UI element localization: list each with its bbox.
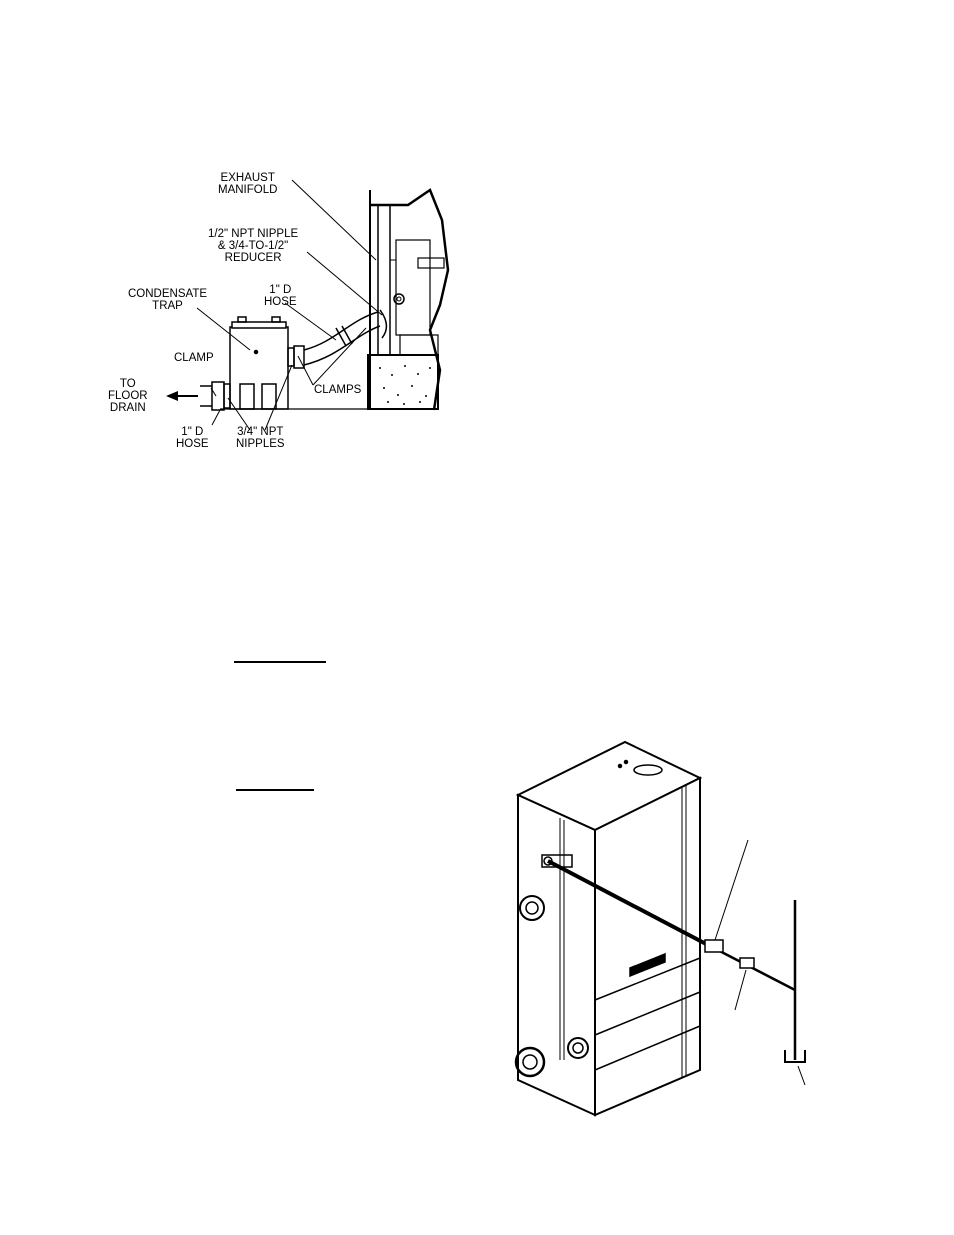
boiler-drawing bbox=[514, 740, 806, 1117]
upper-hose bbox=[287, 309, 388, 369]
condensate-trap-diagram: EXHAUST MANIFOLD 1/2" NPT NIPPLE & 3/4-T… bbox=[100, 160, 470, 460]
heading-rule-1 bbox=[234, 661, 326, 663]
flow-arrow-icon bbox=[166, 391, 198, 401]
condensate-line bbox=[547, 859, 797, 1060]
leader-lines bbox=[196, 179, 383, 431]
to-floor-drain-label: TO FLOOR DRAIN bbox=[108, 378, 148, 414]
npt-nipple-reducer-label: 1/2" NPT NIPPLE & 3/4-TO-1/2" REDUCER bbox=[208, 228, 299, 264]
npt-nipples-label: 3/4" NPT NIPPLES bbox=[236, 426, 285, 450]
exhaust-manifold-label: EXHAUST MANIFOLD bbox=[218, 172, 278, 196]
floor-drain-icon bbox=[784, 1050, 806, 1063]
base-speckle bbox=[379, 365, 431, 405]
clamp-label: CLAMP bbox=[174, 352, 214, 364]
boiler-unit-icon bbox=[514, 740, 703, 1117]
boiler-condensate-diagram bbox=[500, 730, 830, 1130]
lower-hose-label: 1" D HOSE bbox=[176, 426, 209, 450]
upper-hose-label: 1" D HOSE bbox=[264, 284, 297, 308]
heading-rule-2 bbox=[236, 789, 314, 791]
condensate-trap-drawing bbox=[166, 179, 450, 431]
condensate-trap bbox=[229, 316, 289, 410]
condensate-trap-label: CONDENSATE TRAP bbox=[128, 288, 208, 312]
lower-hose bbox=[200, 381, 231, 411]
clamps-label: CLAMPS bbox=[314, 384, 362, 396]
leader-lines-2 bbox=[714, 839, 806, 1086]
boiler-section bbox=[367, 188, 450, 411]
